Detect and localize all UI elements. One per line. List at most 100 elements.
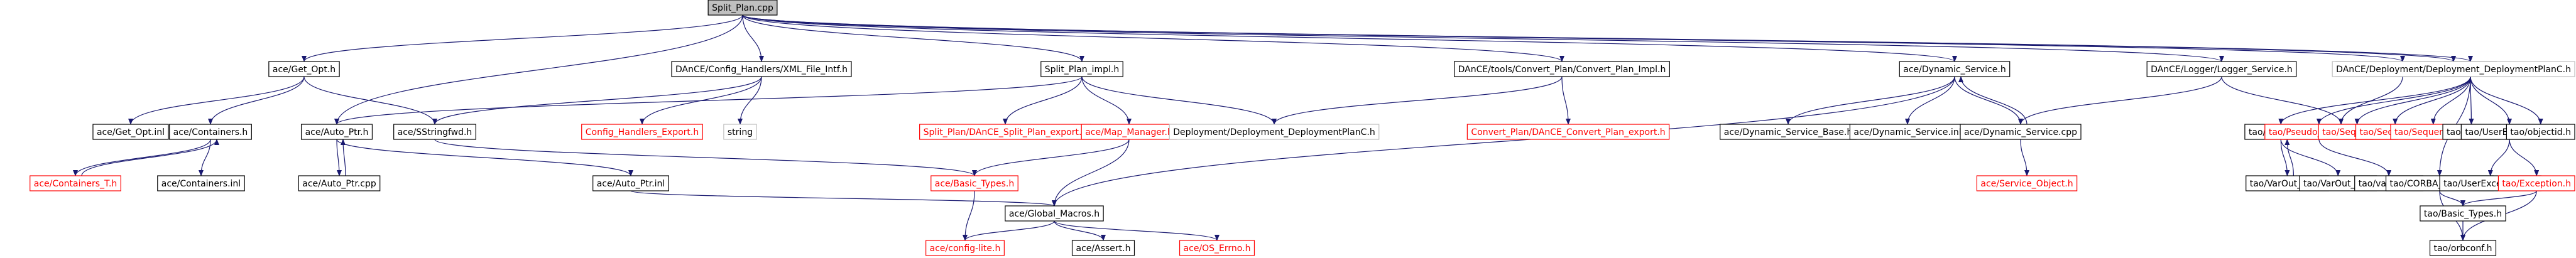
node-label: ace/OS_Errno.h xyxy=(1184,244,1251,254)
node-box xyxy=(92,124,169,140)
edge-containers-h-to-containers-t-h xyxy=(73,139,211,176)
edge-containers-t-h-to-containers-h xyxy=(81,139,219,176)
node-box xyxy=(30,175,121,191)
node-box xyxy=(1169,124,1380,140)
graph-node-get-opt-inl[interactable]: ace/Get_Opt.inl xyxy=(92,124,169,140)
edge-userexception-h-to-exception-h xyxy=(2509,139,2540,176)
graph-node-dynamic-service-base-h[interactable]: ace/Dynamic_Service_Base.h xyxy=(1720,124,1857,140)
edge-split-plan-impl-h-to-deployment-planc-mid xyxy=(1081,76,1277,125)
edge-tao-orb-h-to-seq-var-t-h xyxy=(2354,76,2471,125)
node-box xyxy=(169,124,252,140)
graph-node-orbconf-h[interactable]: tao/orbconf.h xyxy=(2429,240,2497,256)
graph-node-get-opt-h[interactable]: ace/Get_Opt.h xyxy=(268,61,340,77)
node-box xyxy=(1005,205,1104,222)
graph-node-split-plan-impl-h[interactable]: Split_Plan_impl.h xyxy=(1040,61,1123,77)
graph-node-global-macros-h[interactable]: ace/Global_Macros.h xyxy=(1005,205,1104,222)
edge-get-opt-h-to-containers-h xyxy=(208,76,305,125)
graph-node-auto-ptr-cpp[interactable]: ace/Auto_Ptr.cpp xyxy=(298,175,381,191)
graph-node-sstringfwd-h[interactable]: ace/SStringfwd.h xyxy=(393,124,476,140)
edge-root-to-deployment-planc-top xyxy=(742,14,2456,62)
graph-node-xml-file-intf-h[interactable]: DAnCE/Config_Handlers/XML_File_Intf.h xyxy=(671,61,852,77)
node-label: Convert_Plan/DAnCE_Convert_Plan_export.h xyxy=(1471,127,1665,137)
graph-node-root[interactable]: Split_Plan.cpp xyxy=(707,0,778,16)
node-label: ace/Map_Manager.h xyxy=(1085,127,1173,137)
node-label: Deployment/Deployment_DeploymentPlanC.h xyxy=(1173,127,1375,137)
node-label: string xyxy=(728,127,753,137)
graph-node-assert-h[interactable]: ace/Assert.h xyxy=(1071,240,1135,256)
graph-node-config-lite-h[interactable]: ace/config-lite.h xyxy=(925,240,1005,256)
graph-node-auto-ptr-h[interactable]: ace/Auto_Ptr.h xyxy=(300,124,373,140)
node-box xyxy=(723,124,757,140)
node-box xyxy=(581,124,703,140)
graph-node-string: string xyxy=(723,124,757,140)
graph-node-containers-t-h[interactable]: ace/Containers_T.h xyxy=(30,175,121,191)
graph-edges xyxy=(73,14,2543,241)
node-label: ace/Basic_Types.h xyxy=(935,179,1014,189)
node-label: Split_Plan_impl.h xyxy=(1045,65,1119,75)
edge-varout-t-h-to-varout-t-inl xyxy=(2280,139,2341,176)
node-label: ace/Service_Object.h xyxy=(1980,179,2073,189)
edge-convert-plan-impl-h-to-convert-plan-export-h xyxy=(1561,76,1571,125)
edge-dynamic-service-h-to-dynamic-service-base-h xyxy=(1786,76,1955,125)
node-label: DAnCE/Logger/Logger_Service.h xyxy=(2151,65,2293,75)
node-label: ace/Auto_Ptr.cpp xyxy=(302,179,376,189)
node-label: tao/orbconf.h xyxy=(2434,244,2492,254)
edge-get-opt-h-to-sstringfwd-h xyxy=(303,76,437,125)
node-box xyxy=(1179,240,1255,256)
graph-node-basic-types-tao[interactable]: tao/Basic_Types.h xyxy=(2420,205,2506,222)
edge-root-to-auto-ptr-h xyxy=(334,14,743,125)
edge-logger-service-h-to-dynamic-service-cpp xyxy=(2018,76,2222,125)
edge-split-plan-impl-h-to-map-manager-h xyxy=(1081,76,1132,125)
node-label: ace/Dynamic_Service_Base.h xyxy=(1724,127,1853,137)
node-box xyxy=(2146,61,2297,77)
edge-tao-orb-h-to-seq-out-t-h xyxy=(2393,76,2471,125)
graph-node-logger-service-h[interactable]: DAnCE/Logger/Logger_Service.h xyxy=(2146,61,2297,77)
node-box xyxy=(1081,124,1177,140)
graph-node-split-plan-export-h[interactable]: Split_Plan/DAnCE_Split_Plan_export.h xyxy=(919,124,1091,140)
node-label: ace/Containers.h xyxy=(173,127,248,137)
graph-node-convert-plan-impl-h[interactable]: DAnCE/tools/Convert_Plan/Convert_Plan_Im… xyxy=(1454,61,1670,77)
edge-basic-types-ace-to-config-lite-h xyxy=(963,190,975,241)
graph-node-exception-h[interactable]: tao/Exception.h xyxy=(2497,175,2575,191)
edge-varout-t-cpp-to-varout-t-h xyxy=(2284,139,2295,176)
graph-node-auto-ptr-inl[interactable]: ace/Auto_Ptr.inl xyxy=(592,175,669,191)
node-box xyxy=(268,61,340,77)
edge-auto-ptr-h-to-auto-ptr-inl xyxy=(336,139,633,176)
node-box xyxy=(2332,61,2575,77)
graph-node-containers-h[interactable]: ace/Containers.h xyxy=(169,124,252,140)
graph-node-basic-types-ace[interactable]: ace/Basic_Types.h xyxy=(931,175,1018,191)
node-label: tao/Basic_Types.h xyxy=(2424,209,2502,219)
edge-auto-ptr-cpp-to-auto-ptr-h xyxy=(341,139,346,176)
edge-root-to-dynamic-service-h xyxy=(742,14,1957,62)
edge-auto-ptr-h-to-auto-ptr-cpp xyxy=(336,139,342,176)
node-box xyxy=(300,124,373,140)
node-box xyxy=(931,175,1018,191)
node-box xyxy=(707,0,778,16)
graph-node-containers-inl[interactable]: ace/Containers.inl xyxy=(157,175,245,191)
edge-dynamic-service-h-to-dynamic-service-cpp xyxy=(1954,76,2023,125)
edge-dynamic-service-cpp-to-service-object-h xyxy=(2020,139,2029,176)
edge-global-macros-h-to-os-errno-h xyxy=(1054,220,1220,241)
edge-map-manager-h-to-global-macros-h xyxy=(1052,139,1130,207)
graph-node-convert-plan-export-h[interactable]: Convert_Plan/DAnCE_Convert_Plan_export.h xyxy=(1466,124,1670,140)
graph-node-dynamic-service-cpp[interactable]: ace/Dynamic_Service.cpp xyxy=(1960,124,2082,140)
node-label: DAnCE/Deployment/Deployment_DeploymentPl… xyxy=(2336,65,2571,75)
graph-node-dynamic-service-h[interactable]: ace/Dynamic_Service.h xyxy=(1899,61,2011,77)
graph-node-dynamic-service-inl[interactable]: ace/Dynamic_Service.inl xyxy=(1849,124,1966,140)
node-label: ace/Assert.h xyxy=(1076,244,1131,254)
edge-pseudo-varout-t-h-to-varbase-h xyxy=(2318,139,2392,176)
edge-tao-orb-h-to-objectid-h xyxy=(2470,76,2543,125)
edge-userexception-h-to-userexception-inl xyxy=(2487,139,2510,176)
graph-node-objectid-h[interactable]: tao/objectid.h xyxy=(2506,124,2575,140)
graph-node-service-object-h[interactable]: ace/Service_Object.h xyxy=(1976,175,2078,191)
graph-node-map-manager-h[interactable]: ace/Map_Manager.h xyxy=(1081,124,1177,140)
node-box xyxy=(671,61,852,77)
node-label: Split_Plan/DAnCE_Split_Plan_export.h xyxy=(924,127,1088,137)
graph-node-os-errno-h[interactable]: ace/OS_Errno.h xyxy=(1179,240,1255,256)
graph-node-config-handlers-export-h[interactable]: Config_Handlers_Export.h xyxy=(581,124,703,140)
node-label: tao/objectid.h xyxy=(2510,127,2571,137)
node-box xyxy=(2497,175,2575,191)
edge-dynamic-service-h-to-global-macros-h xyxy=(1052,76,1955,207)
edge-containers-h-to-containers-inl xyxy=(199,139,211,176)
node-label: ace/Get_Opt.inl xyxy=(97,127,165,137)
